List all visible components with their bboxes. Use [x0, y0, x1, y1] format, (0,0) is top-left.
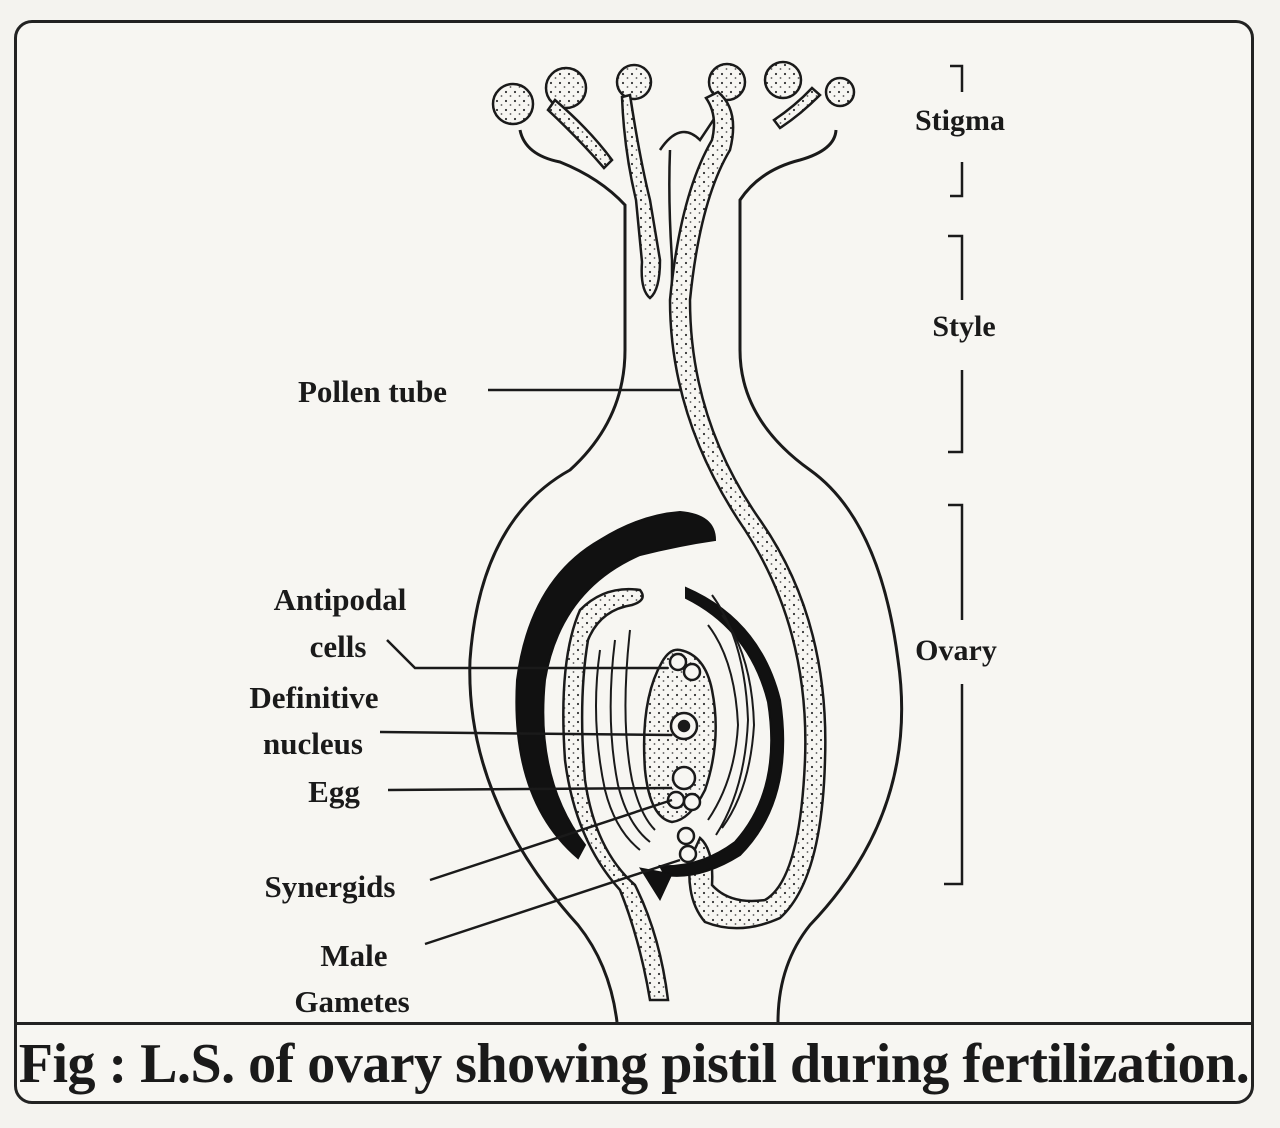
style-canal — [668, 149, 674, 300]
nucellus-lines — [595, 594, 756, 851]
stigma-bracket-bottom — [950, 162, 964, 198]
stigma-lobes — [491, 60, 856, 126]
micropyle-dark — [638, 867, 673, 902]
label-male-1: Male — [320, 938, 387, 973]
label-antipodal-1: Antipodal — [274, 582, 407, 617]
pistil-outline — [468, 129, 904, 1023]
label-ovary: Ovary — [915, 634, 997, 667]
leader-lines — [379, 388, 682, 946]
pollen-grain — [491, 82, 535, 126]
antipodal-cell — [682, 662, 702, 682]
male-gamete — [676, 826, 696, 846]
pollen-grain — [615, 63, 653, 101]
male-gamete — [678, 844, 698, 864]
leader-egg — [387, 786, 673, 792]
label-male-2: Gametes — [294, 984, 409, 1019]
ovary-bracket-top — [948, 503, 964, 620]
embryo-sac-cells — [666, 652, 702, 864]
label-style: Style — [932, 310, 995, 343]
label-synergids: Synergids — [265, 869, 396, 904]
leader-definitive — [379, 730, 673, 737]
leader-synergids — [429, 798, 673, 882]
leader-male-gametes — [424, 858, 681, 946]
label-egg: Egg — [308, 774, 360, 809]
style-bracket-bottom — [948, 370, 964, 454]
inner-integument-right — [658, 586, 785, 877]
egg-cell — [671, 765, 697, 791]
label-definitive-2: nucleus — [263, 726, 363, 761]
ovary-bracket-bottom — [944, 684, 964, 886]
pollen-grain — [824, 76, 856, 108]
figure-caption: Fig : L.S. of ovary showing pistil durin… — [18, 1033, 1250, 1095]
antipodal-cell — [668, 652, 688, 672]
pollen-grain — [544, 66, 588, 110]
caption-bar: Fig : L.S. of ovary showing pistil durin… — [17, 1022, 1251, 1101]
style-bracket-top — [948, 234, 964, 300]
label-definitive-1: Definitive — [249, 680, 378, 715]
label-pollen-tube: Pollen tube — [298, 374, 447, 409]
funicle — [562, 588, 670, 1002]
pollen-grain — [763, 60, 803, 100]
region-brackets — [944, 64, 964, 886]
outer-integument — [515, 510, 717, 860]
stigma-tubes — [546, 86, 822, 300]
label-antipodal-2: cells — [310, 629, 367, 664]
label-stigma: Stigma — [915, 104, 1005, 137]
leader-antipodal — [386, 639, 668, 670]
stigma-bracket-top — [950, 64, 964, 92]
synergid — [682, 792, 702, 812]
